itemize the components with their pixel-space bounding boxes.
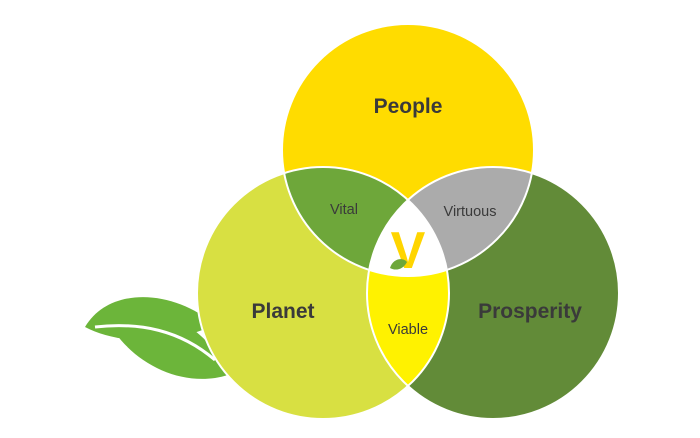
people-label: People <box>374 95 443 118</box>
prosperity-label: Prosperity <box>478 300 582 323</box>
circle-outlines <box>196 23 620 420</box>
planet-label: Planet <box>251 300 314 323</box>
leaf-vein <box>94 324 216 362</box>
leaf-decoration <box>85 297 228 379</box>
vital-label: Vital <box>330 202 358 218</box>
leaf-upper <box>85 297 215 341</box>
v-logo: V <box>390 222 426 280</box>
v-logo-leaf-icon <box>390 259 407 270</box>
center-region <box>367 167 449 276</box>
v-logo-letter: V <box>391 222 426 280</box>
viable-label: Viable <box>388 322 428 338</box>
virtuous-label: Virtuous <box>444 204 497 220</box>
